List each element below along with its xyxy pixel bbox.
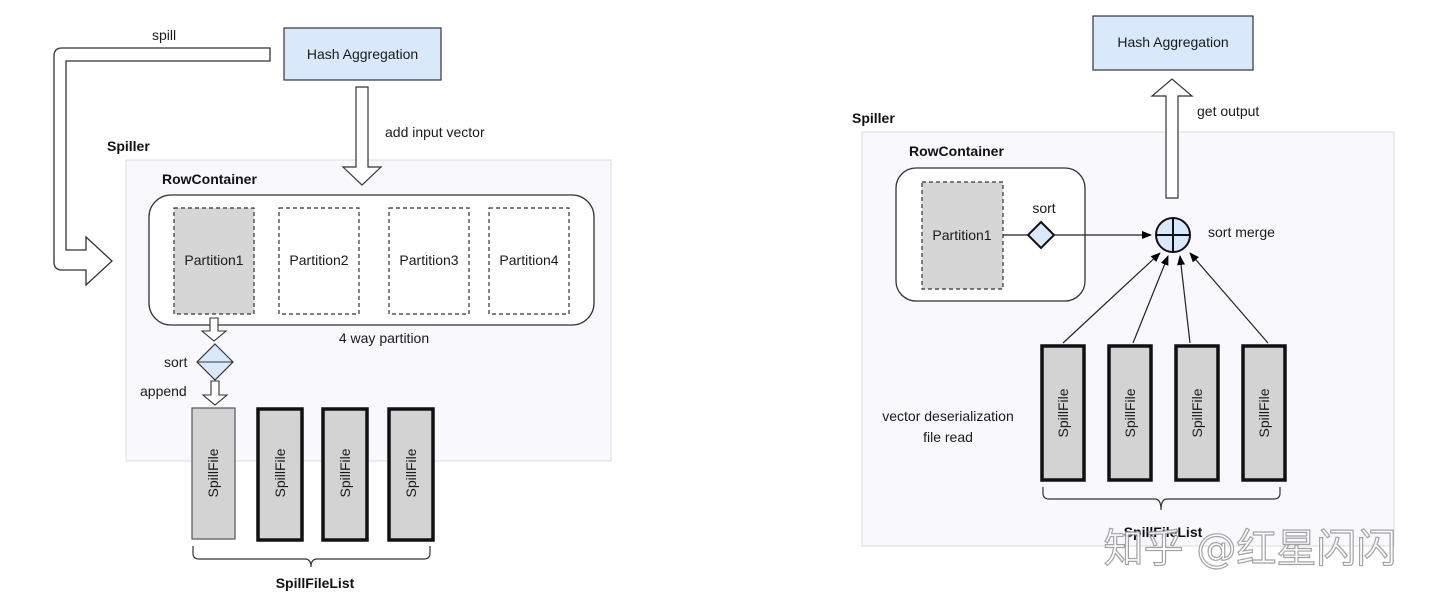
left-spill-file-1-label: SpillFile [205,448,221,497]
left-sort-label: sort [164,354,187,370]
right-partition-1-box [921,181,1004,290]
left-spill-file-list-brace [192,546,431,568]
left-spill-file-2-label: SpillFile [272,448,288,497]
left-row-container-label: RowContainer [162,171,257,187]
left-hash-aggregation-box [283,27,442,81]
partition-3-box [388,207,470,315]
right-spill-file-4-label: SpillFile [1256,388,1272,437]
sort-merge-label: sort merge [1208,224,1275,240]
add-input-arrow [341,86,383,186]
right-spill-file-2 [1107,344,1153,482]
left-spill-file-3 [321,407,369,542]
right-hash-aggregation-text: Hash Aggregation [1117,34,1228,50]
partition-to-sort-arrow [200,317,228,342]
spill-file-1-to-merge [1062,252,1161,344]
left-spill-file-list-label: SpillFileList [276,575,355,591]
right-spill-file-3-label: SpillFile [1189,388,1205,437]
right-spill-file-2-label: SpillFile [1122,388,1138,437]
add-input-label: add input vector [385,124,485,140]
right-spill-file-list-brace [1042,487,1281,511]
read-label-line2: file read [923,429,973,445]
right-diagram: Spiller Hash Aggregation get output RowC… [852,15,1395,547]
read-label-line1: vector deserialization [882,408,1014,424]
left-spill-file-2 [256,407,304,542]
append-label: append [140,383,187,399]
left-spill-file-4 [387,407,435,542]
partition-3-label: Partition3 [399,252,458,268]
right-sort-label: sort [1032,200,1055,216]
watermark: 知乎 @红星闪闪 [1104,526,1397,572]
append-arrow [201,380,229,406]
partition-1-label: Partition1 [184,252,243,268]
spill-file-3-to-merge [1177,255,1191,344]
partition-caption: 4 way partition [339,330,429,346]
right-row-container-label: RowContainer [909,143,1004,159]
right-sort-diamond [1026,220,1056,250]
left-hash-aggregation-text: Hash Aggregation [307,46,418,62]
right-spill-file-1 [1040,344,1086,482]
right-spill-file-4 [1241,344,1287,482]
right-spill-file-list-label: SpillFileList [1124,524,1203,540]
spill-label: spill [152,27,176,43]
left-spill-file-3-label: SpillFile [337,448,353,497]
right-spiller-label: Spiller [852,110,895,126]
spill-file-2-to-merge [1132,255,1169,344]
get-output-label: get output [1197,103,1259,119]
left-row-container-box [148,194,595,326]
right-partition-1-label: Partition1 [932,227,991,243]
partition-2-box [278,207,360,315]
left-spiller-label: Spiller [107,138,150,154]
right-spill-file-3 [1174,344,1220,482]
right-hash-aggregation-box [1092,15,1254,71]
partition-4-box [488,207,570,315]
spill-file-4-to-merge [1189,252,1269,344]
left-spill-file-1 [191,407,236,540]
left-diagram: Spiller Hash Aggregation spill add input… [53,27,612,591]
partition-2-label: Partition2 [289,252,348,268]
partition-1-box [173,207,255,315]
get-output-arrow [1150,78,1194,199]
spill-arrow [53,47,271,287]
partition-4-label: Partition4 [499,252,558,268]
left-spill-file-4-label: SpillFile [403,448,419,497]
right-spill-file-1-label: SpillFile [1055,388,1071,437]
